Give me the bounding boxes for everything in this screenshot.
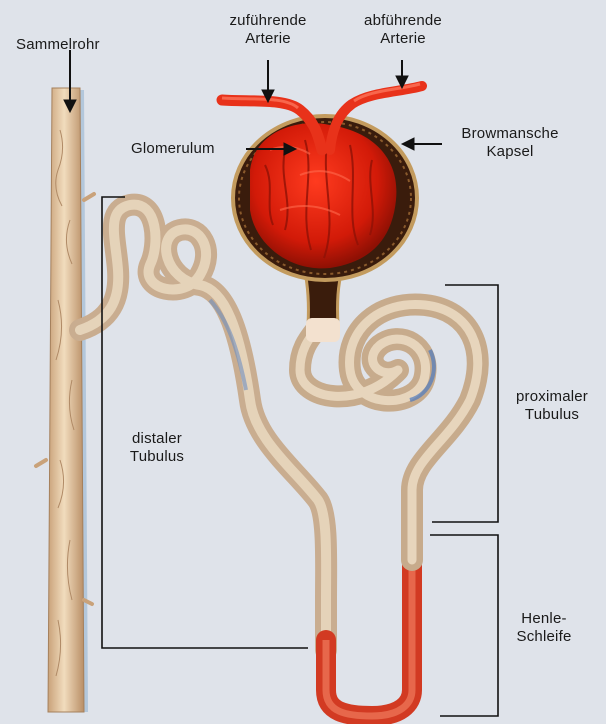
label-bowman-line2: Kapsel bbox=[440, 143, 580, 161]
label-sammelrohr: Sammelrohr bbox=[16, 36, 100, 54]
label-zufuehrende-line1: zuführende bbox=[215, 12, 321, 30]
label-abfuehrende-arterie: abführende Arterie bbox=[350, 12, 456, 48]
label-henle-line1: Henle- bbox=[504, 610, 584, 628]
label-abfuehrende-line2: Arterie bbox=[350, 30, 456, 48]
label-zufuehrende-line2: Arterie bbox=[215, 30, 321, 48]
label-bowman-kapsel: Browmansche Kapsel bbox=[440, 125, 580, 161]
label-proximaler-line2: Tubulus bbox=[504, 406, 600, 424]
label-distaler-line1: distaler bbox=[112, 430, 202, 448]
label-henle-schleife: Henle- Schleife bbox=[504, 610, 584, 646]
label-proximaler-line1: proximaler bbox=[504, 388, 600, 406]
label-distaler-tubulus: distaler Tubulus bbox=[112, 430, 202, 466]
label-proximaler-tubulus: proximaler Tubulus bbox=[504, 388, 600, 424]
loop-of-henle bbox=[326, 540, 412, 716]
label-glomerulum: Glomerulum bbox=[131, 140, 215, 158]
label-bowman-line1: Browmansche bbox=[440, 125, 580, 143]
label-distaler-line2: Tubulus bbox=[112, 448, 202, 466]
label-henle-line2: Schleife bbox=[504, 628, 584, 646]
collecting-duct bbox=[36, 88, 94, 712]
label-zufuehrende-arterie: zuführende Arterie bbox=[215, 12, 321, 48]
label-abfuehrende-line1: abführende bbox=[350, 12, 456, 30]
